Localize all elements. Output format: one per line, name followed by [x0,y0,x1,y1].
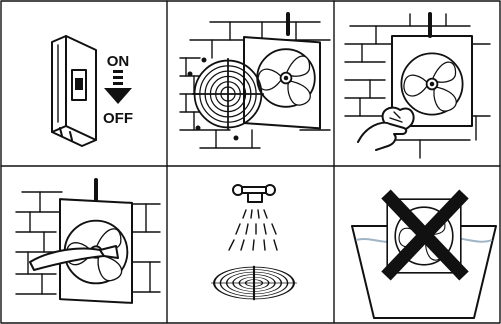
brush-icon [29,245,119,271]
off-label: OFF [103,110,133,127]
brick-wall [344,13,491,159]
panel-rinse-grille [210,184,298,301]
on-label: ON [107,53,130,70]
arrow-down-icon [104,70,132,104]
brick-wall [15,191,161,295]
water-spray [228,209,278,251]
panel-clean-with-cloth [344,12,491,159]
circuit-breaker-icon [51,35,97,147]
panel-remove-grille [179,12,331,149]
hand [357,121,408,151]
exhaust-fan-icon [400,52,464,116]
panel-clean-blades-with-brush [15,178,161,304]
water-tap-icon [232,184,276,203]
panel-switch-off-power: ON OFF [51,35,133,147]
prohibited-cross-icon [381,189,469,281]
exhaust-fan-icon [256,48,316,108]
fan-grille-icon [210,265,298,301]
panel-do-not-immerse [351,189,497,319]
